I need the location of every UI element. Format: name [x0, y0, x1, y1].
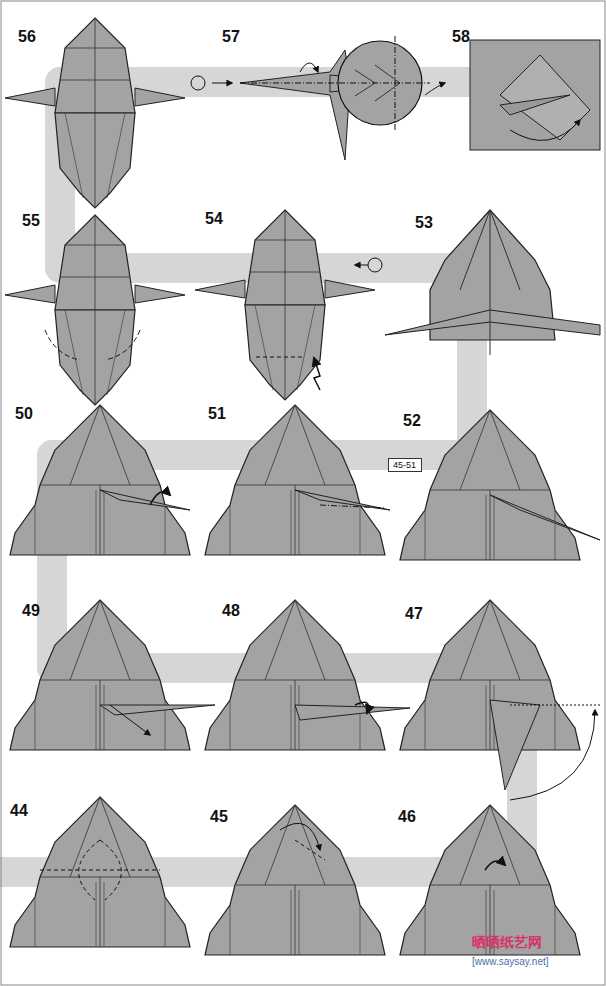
watermark: 晒晒纸艺网 [472, 934, 542, 952]
step-range: 45-51 [389, 459, 421, 471]
step-number: 53 [415, 214, 433, 232]
step-number: 55 [22, 212, 40, 230]
step-range-box: 45-51 [388, 458, 422, 472]
step-number: 51 [208, 405, 226, 423]
watermark: [www.saysay.net] [472, 956, 549, 967]
step-number: 48 [222, 602, 240, 620]
step-number: 50 [15, 405, 33, 423]
step-number: 44 [10, 802, 28, 820]
step-number: 46 [398, 808, 416, 826]
step-number: 49 [22, 602, 40, 620]
step-number: 45 [210, 808, 228, 826]
step-number: 47 [405, 605, 423, 623]
step-number: 58 [452, 28, 470, 46]
step-number: 54 [205, 210, 223, 228]
step-number: 52 [403, 412, 421, 430]
step-number: 56 [18, 28, 36, 46]
step-number: 57 [222, 28, 240, 46]
